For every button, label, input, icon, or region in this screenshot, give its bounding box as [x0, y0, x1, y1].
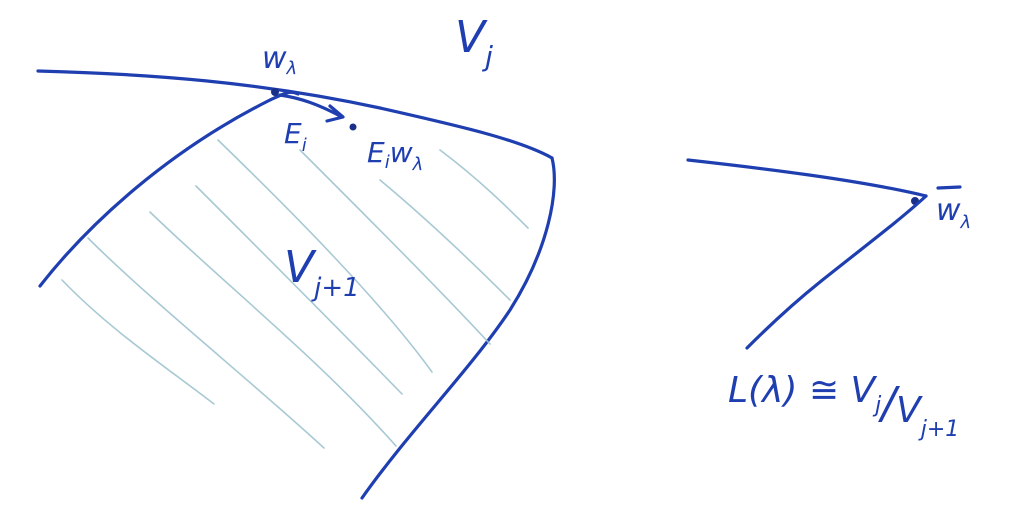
w-lambda-point: [271, 88, 279, 96]
label-e-i: Ei: [284, 117, 307, 156]
quotient-upper-line: [686, 158, 928, 198]
label-e-i-w-lambda: Eiwλ: [367, 136, 423, 175]
quotient-lower-line: [745, 194, 928, 350]
vj1-hatching: [61, 139, 529, 449]
label-l-lambda-quotient: L(λ) ≅ Vj/Vj+1: [728, 370, 959, 442]
ei-arrow-head: [325, 104, 345, 123]
label-w-lambda: wλ: [262, 41, 297, 79]
wbar-overline: [936, 185, 962, 190]
label-v-j1: Vj+1: [284, 242, 360, 303]
ei-arrow: [278, 93, 344, 119]
label-v-j: Vj: [455, 12, 493, 73]
vj1-boundary-curve: [38, 90, 556, 500]
label-wbar-lambda: wλ: [936, 193, 971, 233]
vj-boundary-curve: [36, 69, 554, 160]
ei-w-lambda-point: [349, 123, 357, 131]
